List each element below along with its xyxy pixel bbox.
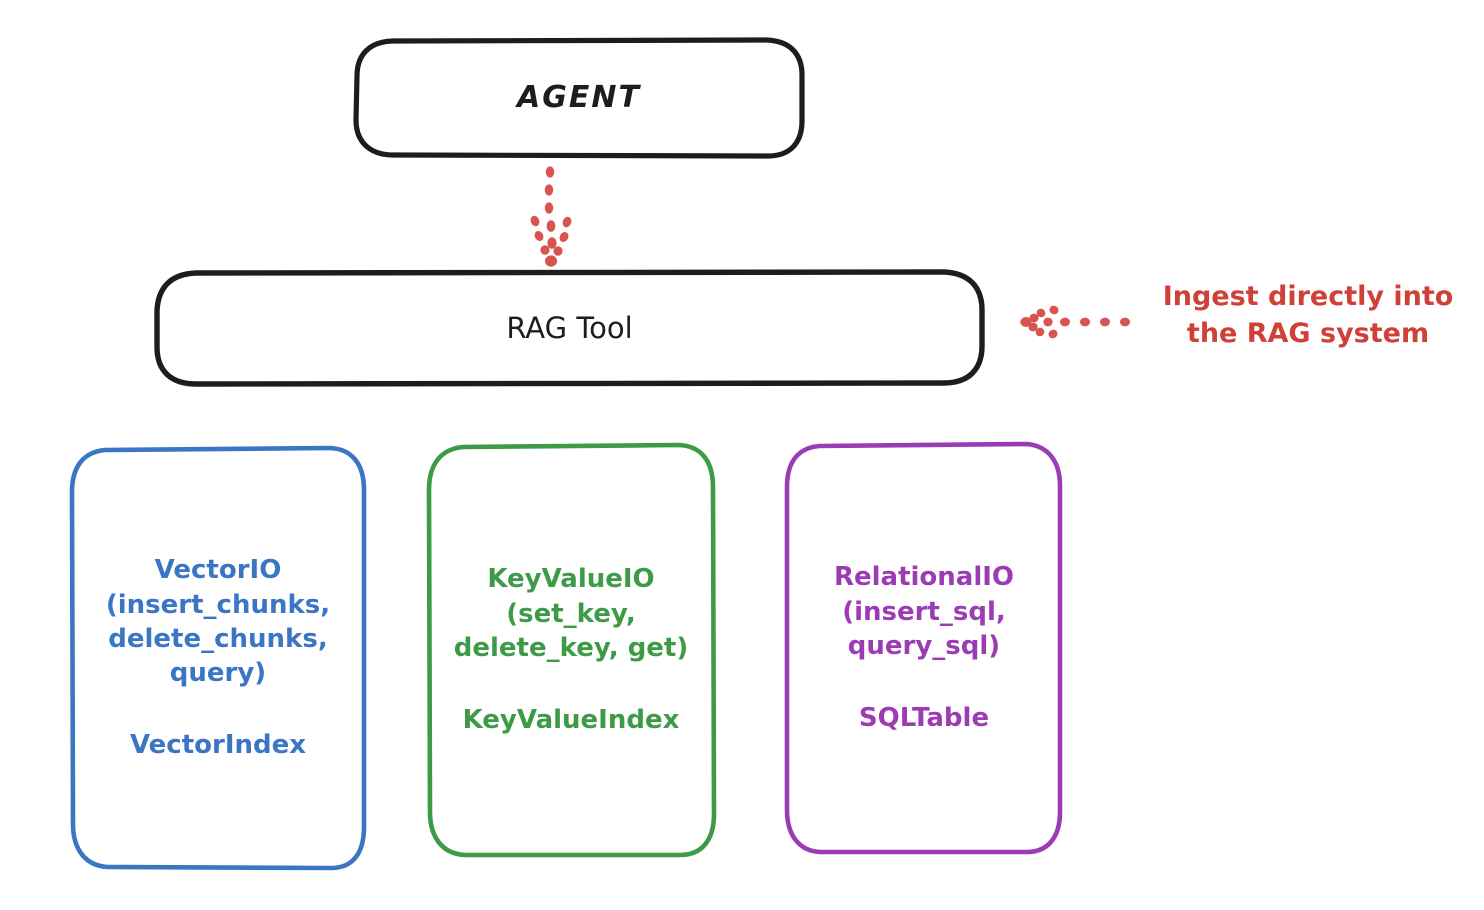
agent-to-rag-dotted-arrow-icon xyxy=(530,166,572,267)
keyvalue-store-node-label: KeyValueIO (set_key, delete_key, get) Ke… xyxy=(428,445,714,855)
keyvalue-store-api-label: KeyValueIO (set_key, delete_key, get) xyxy=(453,564,689,663)
vector-store-node-label: VectorIO (insert_chunks, delete_chunks, … xyxy=(72,448,364,868)
relational-store-api-label: RelationalIO (insert_sql, query_sql) xyxy=(833,562,1015,661)
ingest-to-rag-dotted-arrow-icon xyxy=(1020,305,1130,339)
vector-store-api-label: VectorIO (insert_chunks, delete_chunks, … xyxy=(105,555,331,689)
keyvalue-store-index-label: KeyValueIndex xyxy=(462,705,680,736)
vector-store-index-label: VectorIndex xyxy=(129,730,307,761)
relational-store-index-label: SQLTable xyxy=(858,703,990,734)
relational-store-node-label: RelationalIO (insert_sql, query_sql) SQL… xyxy=(786,444,1062,852)
ingest-annotation-text: Ingest directly into the RAG system xyxy=(1162,281,1454,350)
rag-tool-node-label: RAG Tool xyxy=(506,310,633,345)
agent-node-label: AGENT xyxy=(517,80,641,116)
